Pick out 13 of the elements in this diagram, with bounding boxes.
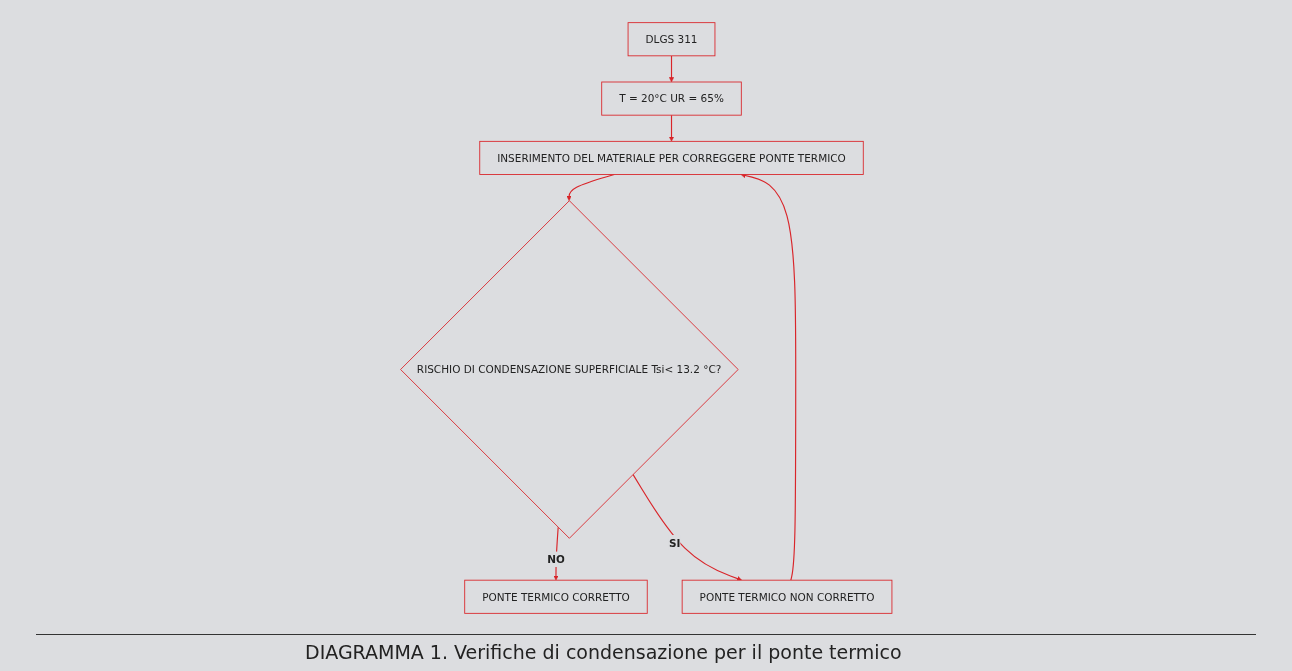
node-box: DLGS 311: [627, 22, 716, 57]
node-diamond: RISCHIO DI CONDENSAZIONE SUPERFICIALE Tsi< 13.2 °C?: [399, 200, 739, 539]
node-box: T = 20°C UR = 65%: [601, 81, 742, 116]
node-box: PONTE TERMICO CORRETTO: [464, 579, 648, 614]
node-box: PONTE TERMICO NON CORRETTO: [681, 579, 893, 614]
arrow: [632, 473, 742, 581]
arrow: [668, 55, 674, 83]
edge-label: NO: [546, 553, 565, 566]
caption: DIAGRAMMA 1. Verifiche di condensazione per il ponte termico: [305, 641, 902, 665]
node-box: INSERIMENTO DEL MATERIALE PER CORREGGERE PONTE TERMICO: [479, 140, 864, 175]
arrow: [740, 173, 797, 581]
edge-label: SI: [668, 536, 681, 549]
arrow: [668, 114, 674, 142]
